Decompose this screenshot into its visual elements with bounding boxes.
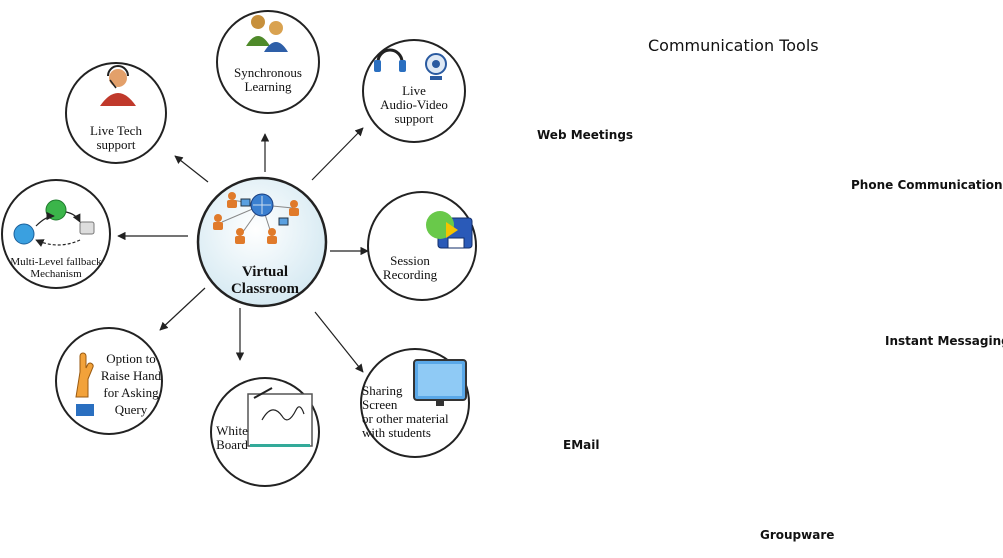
white-board-label: White Board: [212, 424, 252, 452]
phone-fallback-icon: [13, 199, 95, 247]
av-support-label: Live Audio-Video support: [374, 84, 454, 126]
label-line: White: [216, 423, 248, 438]
arrow-raise-hand: [159, 287, 206, 331]
label-line: Multi-Level fallback: [10, 256, 102, 268]
label-line: Sharing: [362, 383, 403, 398]
session-recording-label: Session Recording: [380, 254, 440, 282]
label-line: Audio-Video: [380, 97, 448, 112]
monitor-icon: [413, 359, 467, 406]
arrow-av-support: [311, 127, 364, 181]
center-label-line-2: Classroom: [230, 281, 300, 297]
label-line: with students: [362, 425, 431, 440]
people-group-icon: [246, 15, 288, 52]
web-meetings-label: Web Meetings: [537, 128, 634, 142]
raise-hand-label: Option to Raise Hand for Asking Query: [96, 350, 166, 418]
email-label: EMail: [563, 438, 600, 452]
label-line: Learning: [244, 79, 292, 94]
groupware-label: Groupware: [760, 528, 835, 542]
tech-support-circle: [65, 62, 167, 164]
fallback-label: Multi-Level fallback Mechanism: [6, 256, 106, 280]
synchronous-circle: [216, 10, 320, 114]
label-line: support: [96, 137, 136, 152]
label-line: Option to: [106, 351, 156, 366]
fallback-circle: [1, 179, 111, 289]
label-line: Live Tech: [90, 123, 142, 138]
label-line: Query: [114, 402, 148, 417]
virtual-classroom-label: Virtual Classroom: [210, 264, 320, 298]
sharing-screen-label: Sharing Screen or other material with st…: [362, 384, 466, 440]
label-line: Live: [402, 83, 426, 98]
instant-messaging-label: Instant Messaging: [885, 334, 1003, 348]
arrow-tech-support: [174, 155, 209, 183]
recording-arrow-icon: [426, 211, 473, 249]
whiteboard-icon: [247, 387, 313, 447]
label-line: Mechanism: [30, 268, 82, 280]
virtual-classroom-diagram: [1, 10, 477, 487]
headset-agent-icon: [100, 65, 136, 106]
arrows: [117, 127, 369, 373]
label-line: or other material: [362, 411, 449, 426]
arrow-sharing: [314, 311, 364, 373]
raised-hand-icon: [75, 352, 94, 416]
synchronous-learning-label: Synchronous Learning: [228, 66, 308, 94]
label-line: Recording: [382, 267, 438, 282]
tech-support-label: Live Tech support: [76, 124, 156, 152]
phone-communication-label: Phone Communication: [851, 178, 1003, 192]
label-line: Raise Hand: [100, 368, 162, 383]
label-line: Screen: [362, 397, 398, 412]
label-line: support: [394, 111, 434, 126]
center-label-line-1: Virtual: [241, 264, 289, 280]
headphones-webcam-icon: [374, 48, 447, 80]
communication-tools-title: Communication Tools: [648, 36, 819, 55]
network-people-icon: [213, 192, 299, 244]
label-line: for Asking: [103, 385, 159, 400]
label-line: Synchronous: [234, 65, 302, 80]
label-line: Board: [216, 437, 248, 452]
label-line: Session: [390, 253, 430, 268]
